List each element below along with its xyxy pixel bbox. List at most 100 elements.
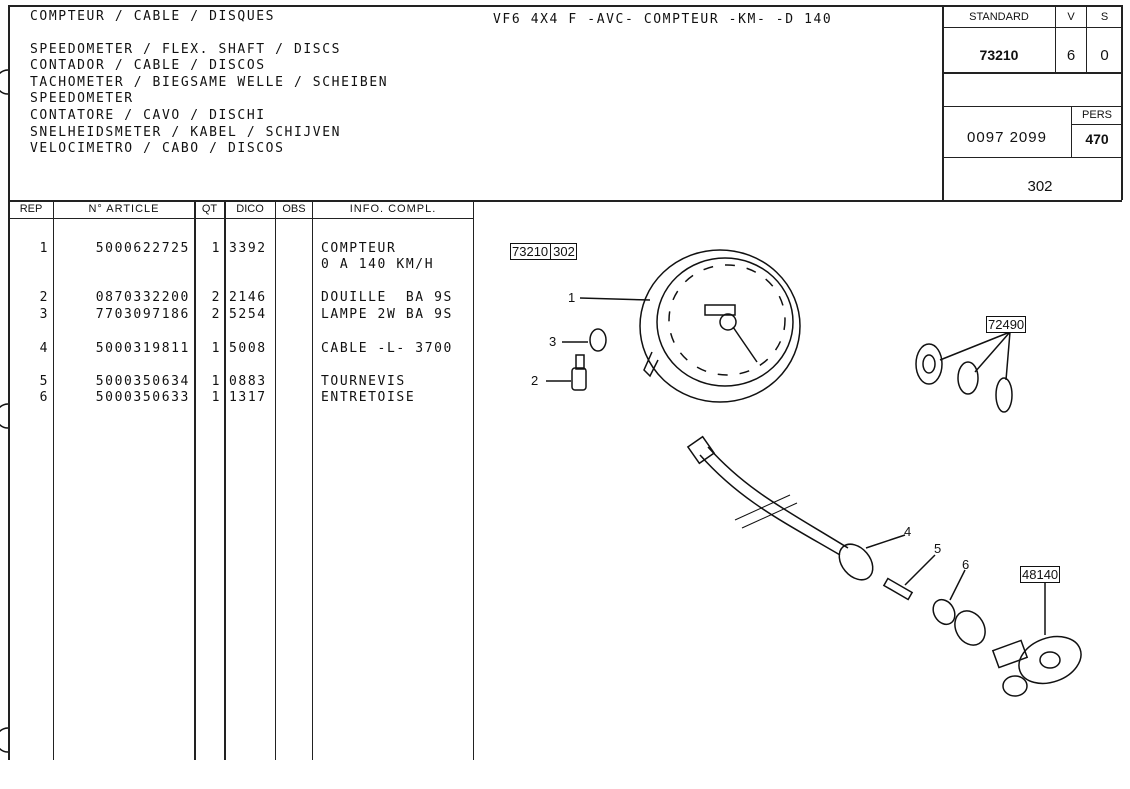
info-line: [1055, 5, 1056, 73]
info-line: [1071, 124, 1122, 125]
pers-label: PERS: [1082, 109, 1112, 121]
row-info: LAMPE 2W BA 9S: [321, 307, 453, 322]
col-header-info: INFO. COMPL.: [349, 203, 437, 215]
row-rep: 5: [39, 374, 49, 389]
callout-3: 3: [549, 334, 557, 349]
page-number: 302: [1027, 178, 1053, 195]
ref-box-48140[interactable]: 48140: [1020, 566, 1061, 583]
info-line: [942, 27, 1122, 28]
cable-icon: [686, 435, 906, 581]
col-header-article: N° ARTICLE: [88, 203, 160, 215]
row-rep: 1: [39, 241, 49, 256]
ref-label: 302: [550, 244, 575, 259]
row-article: 5000350633: [95, 390, 190, 405]
v-label: V: [1067, 11, 1075, 23]
standard-value: 73210: [979, 47, 1019, 63]
title-es: CONTADOR / CABLE / DISCOS: [30, 58, 266, 73]
binder-hole: [0, 727, 9, 753]
table-header-bottom: [8, 218, 473, 219]
binder-hole: [0, 403, 9, 429]
v-value: 6: [1066, 47, 1076, 64]
frame-top: [8, 5, 1122, 7]
row-info: CABLE -L- 3700: [321, 341, 453, 356]
row-rep: 6: [39, 390, 49, 405]
ref-label: 73210: [512, 244, 549, 259]
row-article: 0870332200: [95, 290, 190, 305]
row-article: 5000319811: [95, 341, 190, 356]
model-designation: VF6 4X4 F -AVC- COMPTEUR -KM- -D 140: [493, 12, 833, 27]
callout-6: 6: [962, 557, 970, 572]
title-en-us: SPEEDOMETER: [30, 91, 134, 106]
row-info: TOURNEVIS: [321, 374, 406, 389]
callout-2: 2: [531, 373, 539, 388]
ref-box-72490[interactable]: 72490: [986, 316, 1027, 333]
row-qt: 1: [211, 341, 221, 356]
col-header-obs: OBS: [282, 203, 306, 215]
title-it: CONTATORE / CAVO / DISCHI: [30, 108, 266, 123]
row-rep: 3: [39, 307, 49, 322]
info-line: [942, 28, 944, 73]
row-info: ENTRETOISE: [321, 390, 416, 405]
title-pt: VELOCIMETRO / CABO / DISCOS: [30, 141, 285, 156]
frame-right: [1121, 5, 1123, 200]
callout-line: [579, 297, 651, 301]
row-article: 5000622725: [95, 241, 190, 256]
s-value: 0: [1100, 47, 1109, 64]
screwdriver-icon: [882, 554, 936, 601]
callout-4: 4: [904, 524, 912, 539]
row-article: 5000350634: [95, 374, 190, 389]
gearbox-fitting-icon: [991, 582, 1082, 697]
row-qt: 2: [211, 290, 221, 305]
col-header-rep: REP: [19, 203, 43, 215]
info-line: [942, 72, 1122, 74]
row-info: DOUILLE BA 9S: [321, 290, 453, 305]
col-line: [275, 200, 276, 760]
info-line: [1086, 5, 1087, 73]
col-header-qt: QT: [201, 203, 218, 215]
title-en: SPEEDOMETER / FLEX. SHAFT / DISCS: [30, 42, 342, 57]
col-header-dico: DICO: [236, 203, 264, 215]
info-line: [942, 106, 1122, 107]
header-divider: [8, 200, 1122, 202]
col-line: [473, 200, 474, 760]
discs-icon: [915, 331, 1013, 413]
row-dico: 0883: [229, 374, 267, 389]
row-dico: 5254: [229, 307, 267, 322]
row-article: 7703097186: [95, 307, 190, 322]
row-dico: 5008: [229, 341, 267, 356]
row-dico: 3392: [229, 241, 267, 256]
col-line: [312, 200, 313, 760]
s-label: S: [1100, 11, 1109, 23]
spacer-icon: [932, 569, 986, 646]
code-value: 0097 2099: [967, 129, 1047, 146]
row-qt: 1: [211, 241, 221, 256]
callout-1: 1: [568, 290, 576, 305]
callout-5: 5: [934, 541, 942, 556]
bulb-socket-icon: [546, 354, 587, 391]
frame-left: [8, 5, 10, 760]
col-line: [224, 200, 226, 760]
row-dico: 2146: [229, 290, 267, 305]
row-rep: 2: [39, 290, 49, 305]
row-dico: 1317: [229, 390, 267, 405]
title-fr: COMPTEUR / CABLE / DISQUES: [30, 9, 276, 24]
col-line: [194, 200, 196, 760]
row-qt: 1: [211, 390, 221, 405]
info-line: [1071, 106, 1072, 158]
pers-value: 470: [1085, 131, 1109, 147]
binder-hole: [0, 69, 9, 95]
row-info: COMPTEUR: [321, 241, 397, 256]
title-nl: SNELHEIDSMETER / KABEL / SCHIJVEN: [30, 125, 342, 140]
standard-label: STANDARD: [969, 11, 1029, 23]
bulb-icon: [562, 328, 607, 352]
row-qt: 1: [211, 374, 221, 389]
title-de: TACHOMETER / BIEGSAME WELLE / SCHEIBEN: [30, 75, 389, 90]
info-line: [942, 157, 1122, 158]
info-box-left: [942, 5, 944, 200]
speedometer-icon: [639, 249, 801, 403]
row-info-2: 0 A 140 KM/H: [321, 257, 435, 272]
col-line: [53, 200, 54, 760]
